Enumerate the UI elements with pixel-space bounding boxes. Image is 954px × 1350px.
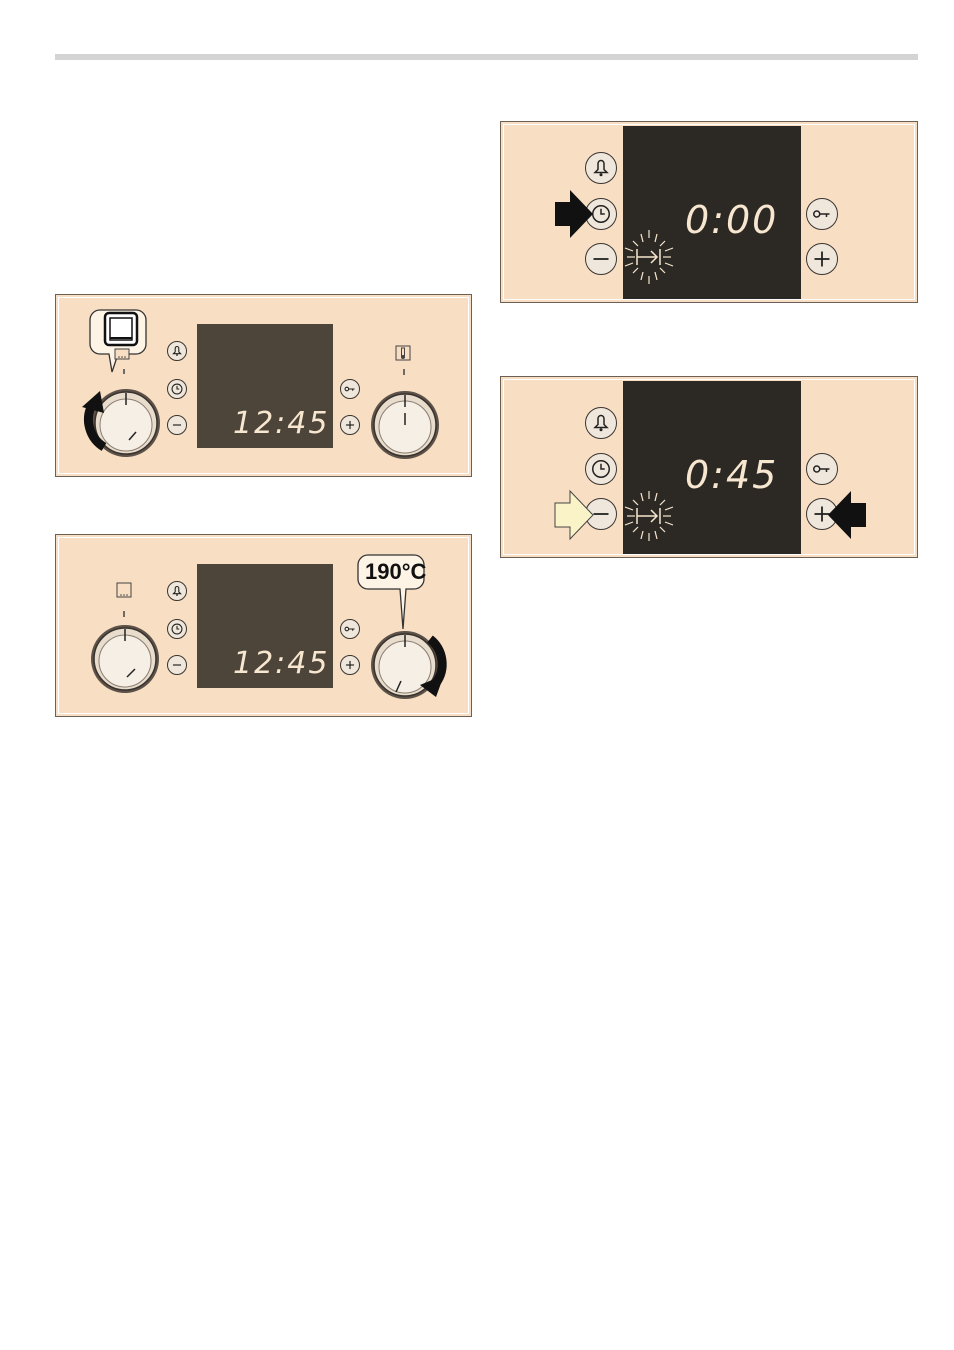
oven-mode-callout [90,310,146,372]
panel-1-plus-button[interactable] [340,415,360,435]
panel-2-display: 12:45 [197,564,333,688]
panel-2-time-readout: 12:45 [233,647,329,681]
page-header-rule [55,54,918,60]
bell-icon [168,582,186,600]
oven-panel-step-4: 0:45 [500,376,918,558]
key-icon [341,380,359,398]
plus-icon [341,416,359,434]
panel-2-plus-button[interactable] [340,655,360,675]
panel-2-bell-button[interactable] [167,581,187,601]
panel-2-minus-button[interactable] [167,655,187,675]
clock-icon [168,620,186,638]
panel-1-key-button[interactable] [340,379,360,399]
oven-panel-step-3: 0:00 [500,121,918,303]
clock-icon [168,380,186,398]
thermometer-label-icon [396,346,410,375]
oven-panel-step-1: 12:45 [55,294,472,477]
panel-2-clock-button[interactable] [167,619,187,639]
bell-icon [168,342,186,360]
plus-icon [341,656,359,674]
panel-2-key-button[interactable] [340,619,360,639]
minus-icon [168,656,186,674]
panel-1-time-readout: 12:45 [233,407,329,441]
panel-1-clock-button[interactable] [167,379,187,399]
oven-panel-step-2: 190°C 12:45 [55,534,472,717]
temperature-callout-text: 190°C [365,559,426,585]
function-selector-knob[interactable] [91,625,159,693]
panel-1-display: 12:45 [197,324,333,448]
minus-icon [168,416,186,434]
key-icon [341,620,359,638]
pointer-arrow-icon [501,122,918,303]
panel-1-minus-button[interactable] [167,415,187,435]
mode-label-icon [115,349,129,374]
panel-1-bell-button[interactable] [167,341,187,361]
temperature-selector-knob[interactable] [371,391,439,459]
mode-label-icon [117,583,131,617]
pointer-arrow-icon [501,377,918,558]
